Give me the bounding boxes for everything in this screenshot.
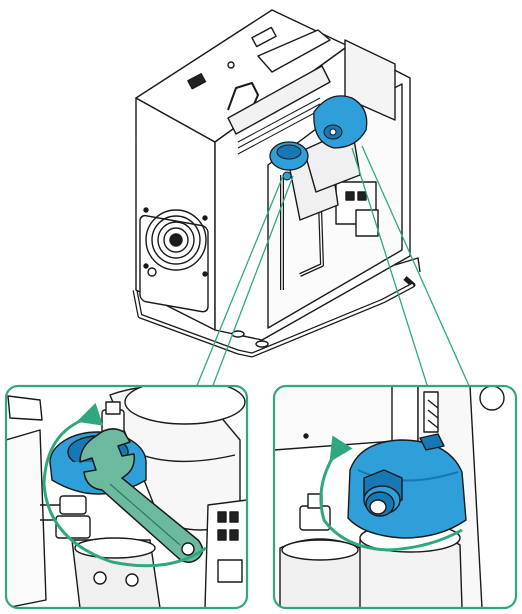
fan-grille bbox=[139, 207, 209, 313]
power-switch bbox=[187, 73, 207, 90]
filter-cap-highlight-large bbox=[313, 95, 368, 149]
unit-overview bbox=[132, 9, 421, 358]
left-inset-frame bbox=[4, 384, 249, 610]
wrench bbox=[79, 428, 204, 563]
rotation-arrow-counterclockwise bbox=[42, 402, 207, 568]
filter-cap bbox=[347, 433, 467, 539]
display-window bbox=[251, 26, 277, 48]
right-detail-inset bbox=[272, 384, 518, 610]
callout-leader-lines bbox=[160, 145, 471, 389]
right-inset-frame bbox=[272, 384, 518, 610]
rotation-arrow-counterclockwise bbox=[319, 435, 463, 552]
left-detail-inset bbox=[4, 384, 249, 610]
